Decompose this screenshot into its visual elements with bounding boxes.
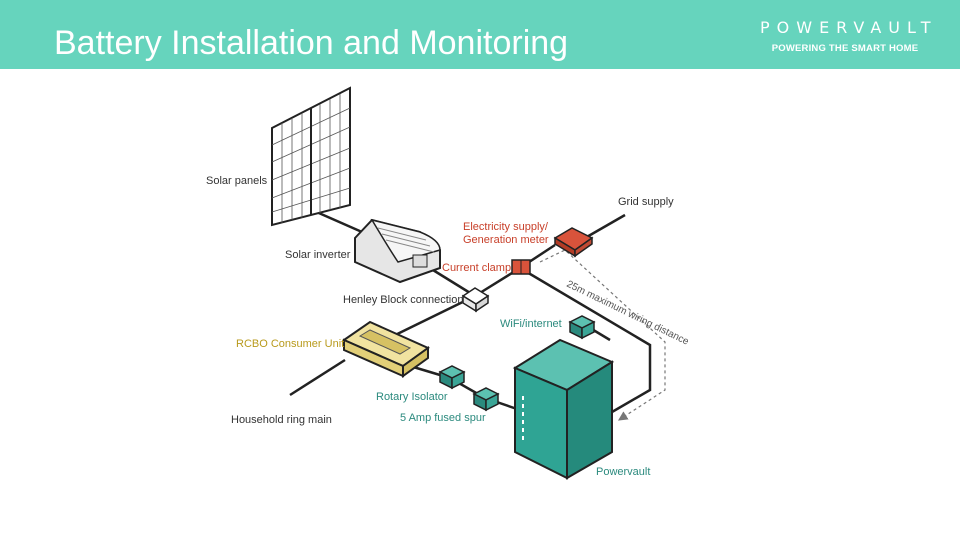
brand-wordmark: POWERVAULT [760, 18, 938, 37]
label-wifi: WiFi/internet [500, 318, 562, 330]
fused-spur-icon [472, 387, 500, 412]
rcbo-consumer-unit-icon [341, 320, 430, 378]
label-solar-inverter: Solar inverter [285, 249, 351, 261]
henley-block-icon [461, 287, 490, 313]
solar-panels-icon [271, 86, 351, 227]
label-powervault: Powervault [596, 466, 650, 478]
solar-inverter-icon [354, 218, 441, 284]
rotary-isolator-icon [438, 365, 466, 390]
label-meter-line1: Electricity supply/ [463, 221, 549, 233]
electricity-meter-icon [553, 227, 594, 258]
page-title: Battery Installation and Monitoring [54, 24, 569, 62]
label-henley-block: Henley Block connection [343, 294, 463, 306]
powervault-battery-icon [512, 338, 615, 480]
label-grid-supply: Grid supply [618, 196, 674, 208]
current-clamp-icon [511, 259, 531, 275]
brand-tagline: POWERING THE SMART HOME [771, 43, 919, 54]
wifi-module-icon [568, 315, 596, 340]
label-solar-panels: Solar panels [206, 175, 268, 187]
label-rotary-isolator: Rotary Isolator [376, 391, 448, 403]
header-bar: Battery Installation and Monitoring POWE… [0, 0, 960, 69]
label-household-ring: Household ring main [231, 414, 332, 426]
label-rcbo: RCBO Consumer Unit [236, 338, 344, 350]
label-current-clamp: Current clamp [442, 262, 511, 274]
label-meter-line2: Generation meter [463, 234, 549, 246]
label-fused-spur: 5 Amp fused spur [400, 412, 486, 424]
brand-logo: POWERVAULT POWERING THE SMART HOME [760, 18, 930, 54]
wiring-distance-arrow [539, 249, 666, 421]
